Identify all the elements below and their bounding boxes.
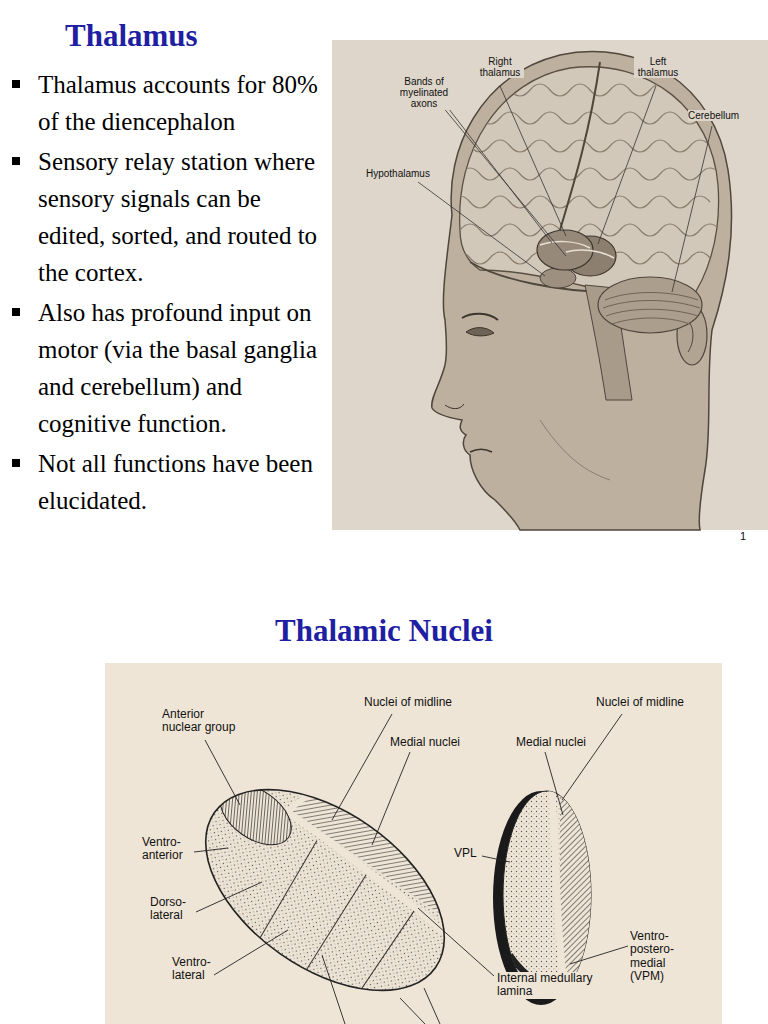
leader-line <box>400 998 425 1024</box>
thalamus-illustration <box>248 840 326 945</box>
brain-illustration <box>612 318 690 324</box>
brain-illustration <box>603 301 700 309</box>
brain-illustration <box>450 140 710 152</box>
structure-label: Right thalamus <box>476 56 524 78</box>
nucleus-label: Medial nuclei <box>516 736 589 749</box>
bullet-text: Thalamus accounts for 80% of the diencep… <box>38 66 332 140</box>
thalamus-illustration <box>162 743 600 1024</box>
bullet-square <box>12 459 20 467</box>
leader-line <box>570 946 628 964</box>
leader-line <box>500 86 566 236</box>
thalamus-illustration <box>162 743 516 1024</box>
bullet-text: Sensory relay station where sensory sign… <box>38 143 332 291</box>
leader-line <box>562 714 622 800</box>
nucleus-label: Dorso- lateral <box>150 896 189 923</box>
bullet-item: Thalamus accounts for 80% of the diencep… <box>10 66 332 140</box>
slide-title: Thalamic Nuclei <box>0 612 768 649</box>
brain-illustration <box>566 250 614 258</box>
leader-line <box>418 86 712 292</box>
bullet-square <box>12 308 20 316</box>
nucleus-label: Nuclei of midline <box>364 696 455 709</box>
structure-label: Hypothalamus <box>366 168 432 179</box>
leader-line <box>205 740 240 805</box>
nucleus-label: VPL <box>454 847 479 860</box>
leader-line <box>482 856 510 862</box>
bullet-item: Sensory relay station where sensory sign… <box>10 143 332 291</box>
head-illustration <box>540 420 610 480</box>
head-illustration <box>432 52 732 530</box>
head-illustration <box>466 328 494 336</box>
leader-line <box>424 988 440 1024</box>
leader-line <box>214 930 288 975</box>
structure-label: Cerebellum <box>688 110 742 121</box>
brain-illustration <box>606 309 698 316</box>
brain-illustration <box>605 293 698 301</box>
leader-line <box>196 882 262 912</box>
brain-illustration <box>603 293 700 325</box>
brain-illustration <box>460 224 720 236</box>
brain-illustration <box>450 84 710 96</box>
structure-label: Bands of myelinated axons <box>396 76 452 110</box>
leader-line <box>442 100 552 243</box>
nucleus-label: Ventro- anterior <box>142 836 185 863</box>
bullet-list: Thalamus accounts for 80% of the diencep… <box>10 66 332 522</box>
bullet-text: Also has profound input on motor (via th… <box>38 294 332 442</box>
leader-line <box>372 752 410 845</box>
thalamus-illustration <box>170 749 481 1024</box>
bullet-item: Not all functions have been elucidated. <box>10 445 332 519</box>
leader-line <box>322 955 345 1024</box>
structure-label: Left thalamus <box>634 56 682 78</box>
thalamus-illustration <box>209 772 302 857</box>
brain-illustration <box>540 242 590 248</box>
nucleus-label: Nuclei of midline <box>596 696 687 709</box>
brain-illustration <box>540 268 576 288</box>
thalamus-illustration <box>290 781 514 952</box>
head-illustration <box>445 404 464 409</box>
thalamus-illustration <box>346 911 416 1010</box>
nucleus-label: Ventro- lateral <box>172 956 213 983</box>
thalamus-illustration <box>552 790 566 1000</box>
leader-line <box>194 848 228 852</box>
bullet-text: Not all functions have been elucidated. <box>38 445 332 519</box>
brain-illustration <box>598 277 702 333</box>
head-illustration <box>462 314 498 320</box>
nucleus-label: Medial nuclei <box>390 736 463 749</box>
slide-title: Thalamus <box>65 18 198 54</box>
bullet-item: Also has profound input on motor (via th… <box>10 294 332 442</box>
nucleus-label: Anterior nuclear group <box>162 708 238 735</box>
leader-line <box>545 752 563 815</box>
leader-line <box>194 714 628 1024</box>
thalamus-illustration <box>162 743 516 1024</box>
nucleus-label: Internal medullary lamina <box>497 972 595 999</box>
bullet-square <box>12 157 20 165</box>
brain-illustration <box>450 62 720 400</box>
leader-line <box>672 126 712 292</box>
brain-illustration <box>450 196 710 208</box>
leader-line <box>418 908 494 976</box>
brain-illustration <box>460 67 719 300</box>
picture-ground <box>332 40 768 530</box>
thalamus-illustration <box>170 749 481 1024</box>
head-illustration <box>470 449 492 452</box>
brain-illustration <box>560 62 600 230</box>
leader-line <box>442 106 566 256</box>
head-illustration <box>432 52 732 530</box>
leader-line <box>418 182 545 276</box>
page-number: 1 <box>740 530 749 542</box>
bullet-square <box>12 80 20 88</box>
leader-line <box>332 714 392 820</box>
nucleus-label: Ventro- postero- medial (VPM) <box>630 930 677 984</box>
leader-line <box>598 86 656 244</box>
thalamus-illustration <box>297 875 371 978</box>
